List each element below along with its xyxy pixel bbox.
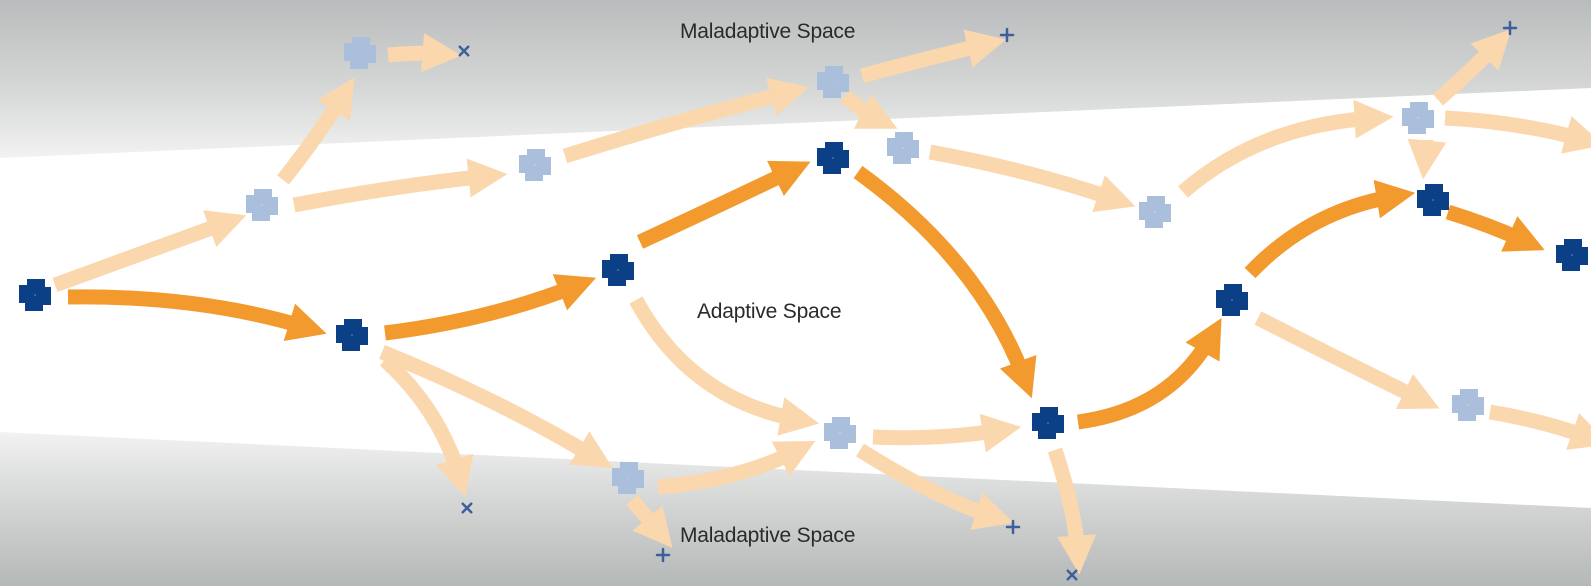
- faded-arrow: [1444, 110, 1591, 154]
- maladaptive-band-bottom: [0, 432, 1591, 586]
- faded-arrow: [1488, 404, 1591, 450]
- faded-arrow: [1254, 311, 1440, 409]
- active-arrow: [67, 289, 327, 341]
- faded-arrow: [277, 77, 355, 185]
- x-mark-icon: [461, 502, 473, 514]
- faded-arrow: [387, 33, 462, 73]
- faded-arrow: [52, 210, 247, 293]
- faded-arrow: [1047, 447, 1097, 575]
- faded-arrow: [562, 77, 809, 164]
- adaptive-space-label: Adaptive Space: [697, 300, 842, 323]
- faded-arrow: [856, 443, 1014, 530]
- active-arrow: [1244, 179, 1416, 279]
- x-mark-icon: [458, 45, 470, 57]
- active-arrow: [636, 160, 811, 249]
- faded-arrow: [1433, 28, 1512, 106]
- faded-arrow: [872, 413, 1022, 453]
- faded-arrow: [657, 441, 816, 495]
- maladaptive-space-label-bottom: Maladaptive Space: [680, 524, 856, 547]
- x-mark-icon: [655, 547, 671, 563]
- faded-arrow: [629, 296, 820, 436]
- active-arrow: [384, 274, 597, 341]
- faded-arrow: [626, 495, 673, 548]
- x-mark-icon: [1005, 519, 1021, 535]
- active-arrow: [1077, 317, 1222, 430]
- faded-arrow: [928, 144, 1136, 213]
- faded-arrow: [1407, 138, 1447, 180]
- faded-arrow: [860, 29, 1006, 84]
- dead-end-markers: [458, 20, 1518, 581]
- x-mark-icon: [1066, 569, 1078, 581]
- active-pathway: [67, 160, 1545, 430]
- active-arrow: [1445, 204, 1545, 252]
- maladaptive-space-label-top: Maladaptive Space: [680, 20, 856, 43]
- faded-pathways: [52, 28, 1591, 575]
- faded-arrow: [379, 345, 613, 469]
- x-mark-icon: [1502, 20, 1518, 36]
- faded-arrow: [292, 158, 508, 213]
- faded-arrow: [379, 354, 474, 497]
- x-mark-icon: [999, 27, 1015, 43]
- faded-arrow: [1178, 99, 1394, 198]
- faded-arrow: [839, 90, 898, 129]
- active-arrow: [853, 165, 1037, 399]
